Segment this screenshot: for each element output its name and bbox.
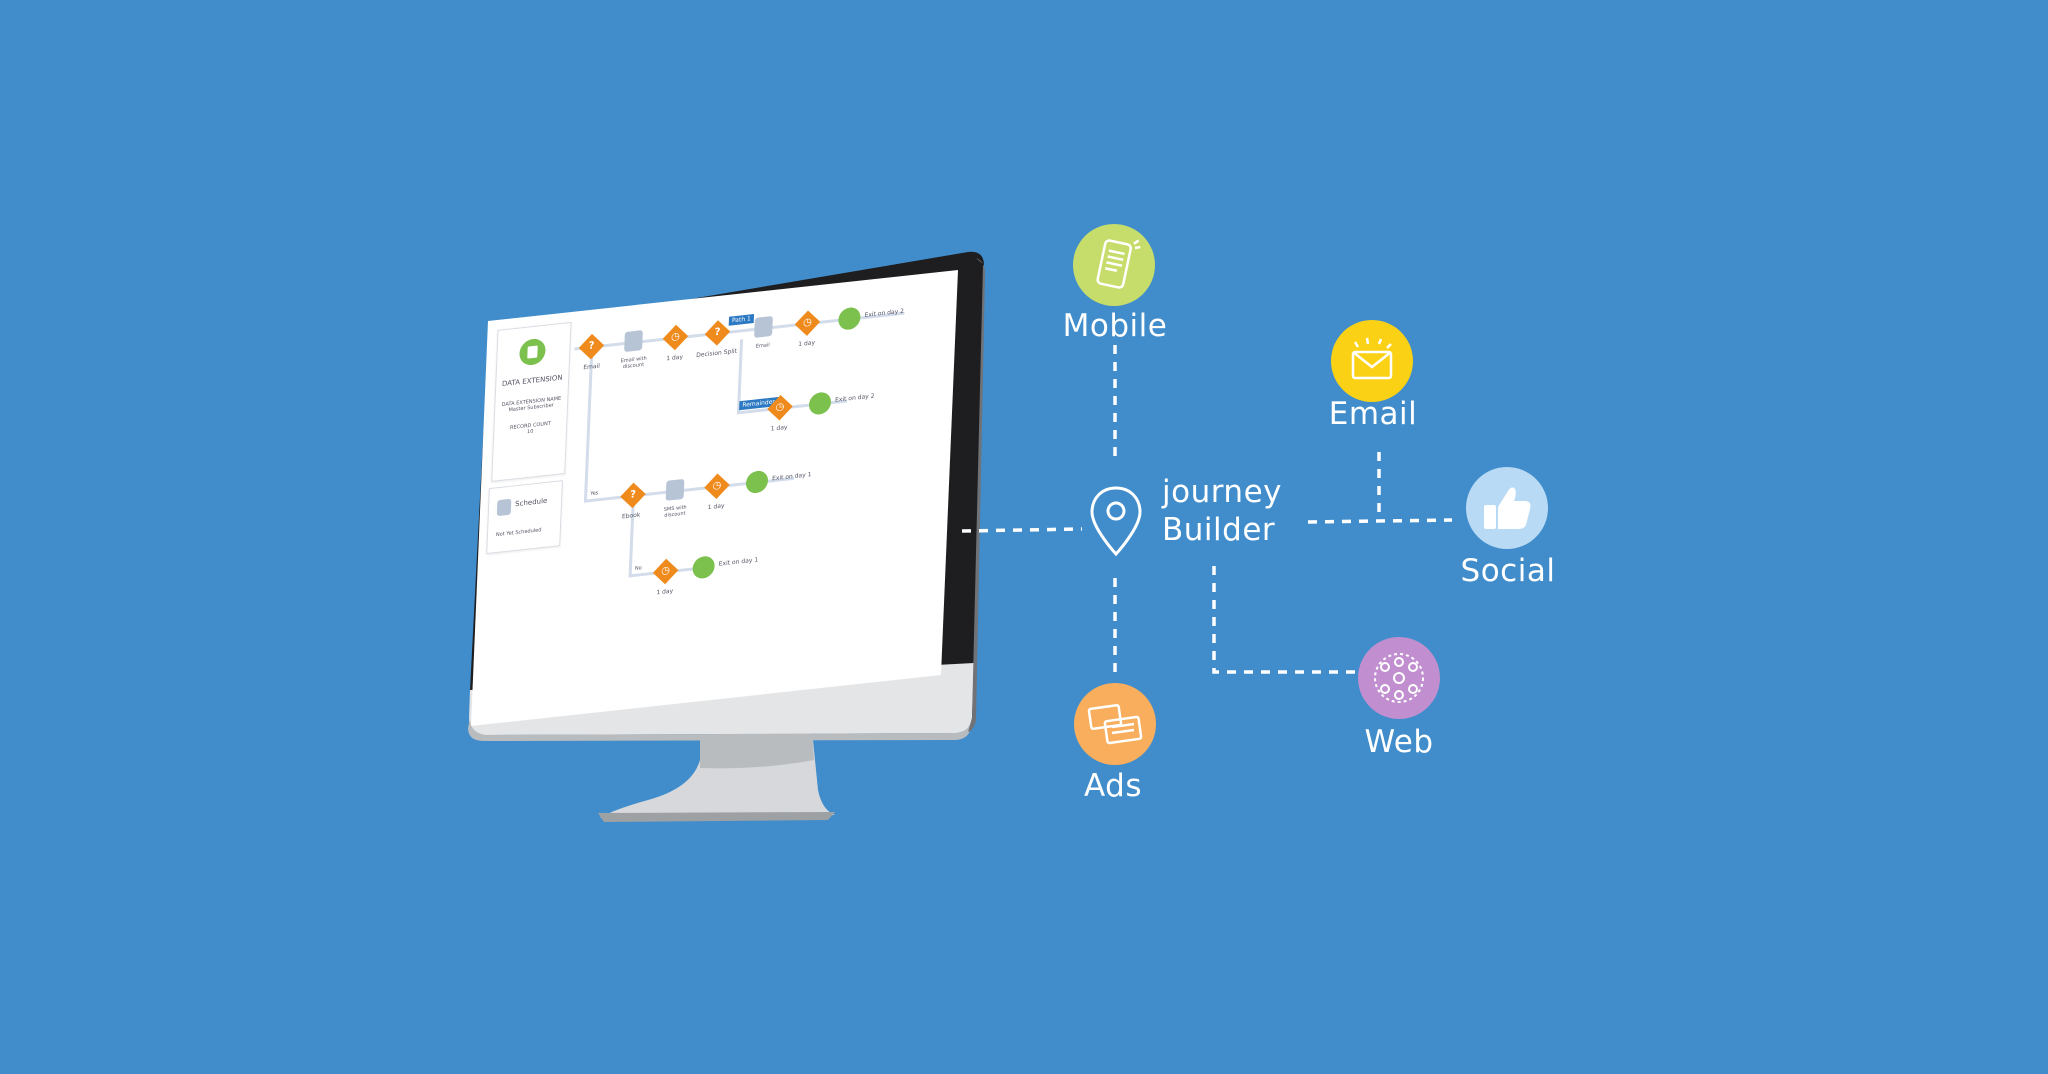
location-pin-icon [1090,486,1142,557]
ads-node[interactable] [1074,683,1156,765]
social-label: Social [1460,553,1556,589]
email-node[interactable] [1331,320,1413,402]
hub-title-line1: journey [1162,474,1282,510]
envelope-icon [1351,337,1393,380]
mobile-label: Mobile [1062,308,1168,344]
email-label: Email [1328,396,1418,432]
mobile-phone-icon [1096,239,1141,289]
billboard-icon [1087,704,1143,745]
web-label: Web [1364,724,1434,760]
ads-label: Ads [1084,768,1142,804]
mobile-node[interactable] [1073,224,1155,306]
network-people-icon [1374,653,1424,703]
hub-title-line2: Builder [1162,512,1276,548]
thumbs-up-icon [1484,487,1531,529]
social-node[interactable] [1466,467,1548,549]
web-node[interactable] [1358,637,1440,719]
